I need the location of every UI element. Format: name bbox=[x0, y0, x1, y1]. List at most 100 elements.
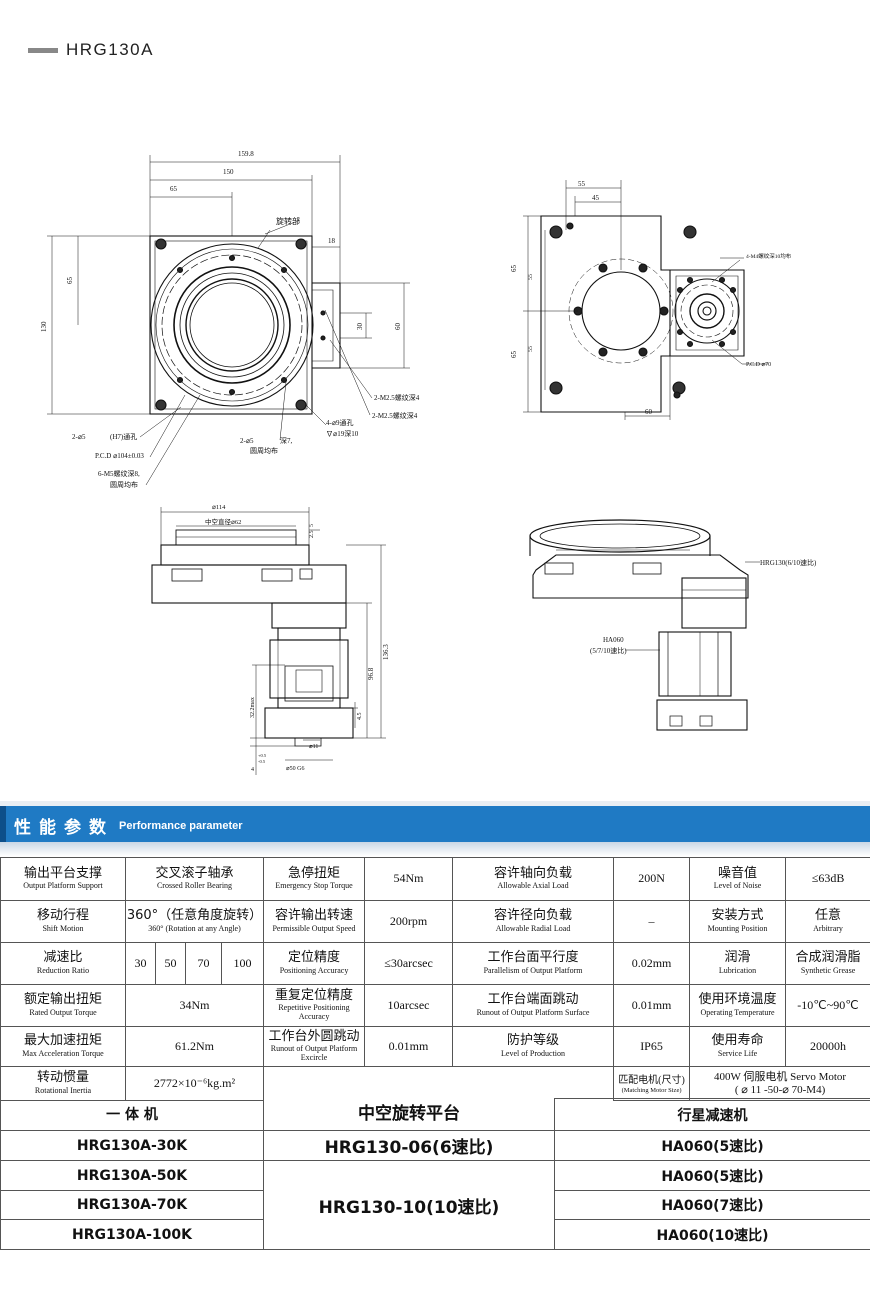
note-pin-hole-2: 2-⌀5 bbox=[240, 437, 254, 445]
label-surface-runout: 工作台端面跳动 bbox=[487, 992, 579, 1008]
note-pin-depth: 深7, bbox=[280, 436, 292, 445]
dim-side-114: ⌀114 bbox=[212, 504, 226, 511]
dim-top-width: 159.8 bbox=[238, 150, 254, 158]
label-repeat-positioning-en: Repetitive Positioning Accuracy bbox=[278, 1003, 350, 1022]
dim-right-60: 60 bbox=[645, 408, 653, 416]
label-surface-runout-en: Runout of Output Platform Surface bbox=[476, 1007, 590, 1017]
note-rotation-part: 旋转部 bbox=[276, 216, 300, 226]
note-pcd-70: P.C.D ⌀70 bbox=[746, 362, 771, 368]
label-mounting: 安装方式 bbox=[711, 908, 764, 924]
table-row: 一 体 机 中空旋转平台 行星减速机 bbox=[0, 1098, 870, 1131]
value-service-life: 20000h bbox=[785, 1026, 870, 1067]
label-inertia: 转动惯量 bbox=[36, 1070, 89, 1086]
iso-label-ratios: (5/7/10速比) bbox=[590, 646, 627, 655]
table-row: HRG130A-50K HRG130-10(10速比) HA060(5速比) bbox=[0, 1160, 870, 1250]
label-platform-support: 输出平台支撑 bbox=[23, 865, 102, 881]
label-positioning-en: Positioning Accuracy bbox=[279, 965, 349, 975]
value-ratio-100: 100 bbox=[220, 942, 265, 985]
value-rated-torque: 34Nm bbox=[124, 984, 265, 1027]
model-integrated-30k: HRG130A-30K bbox=[0, 1130, 264, 1161]
header-integrated: 一 体 机 bbox=[0, 1098, 264, 1131]
banner-top-strip bbox=[0, 801, 870, 806]
banner-title-en: Performance parameter bbox=[119, 820, 243, 832]
value-shift-motion: 360°（任意角度旋转） bbox=[126, 908, 263, 924]
label-stop-torque-en: Emergency Stop Torque bbox=[275, 881, 353, 891]
header-hollow-platform: 中空旋转平台 bbox=[263, 1098, 555, 1131]
side-view bbox=[151, 507, 386, 775]
dim-side-5: 5 bbox=[309, 524, 315, 527]
label-radial-load: 容许径向负载 bbox=[494, 908, 573, 924]
label-excircle-runout-en: Runout of Output Platform Excircle bbox=[270, 1044, 358, 1063]
model-integrated-100k: HRG130A-100K bbox=[0, 1219, 264, 1250]
label-protection-en: Level of Production bbox=[501, 1048, 566, 1058]
label-lubrication: 润滑 bbox=[724, 950, 751, 966]
dim-right-55-top: 55 bbox=[528, 274, 534, 280]
right-view bbox=[523, 180, 768, 420]
dim-top-150: 150 bbox=[223, 168, 234, 176]
dim-side-4-5: 4.5 bbox=[357, 713, 363, 721]
label-noise-en: Level of Noise bbox=[713, 881, 762, 891]
banner-shadow bbox=[0, 842, 870, 856]
iso-view bbox=[529, 519, 760, 731]
value-mounting: 任意 bbox=[815, 908, 842, 924]
model-ha060-10: HA060(10速比) bbox=[554, 1219, 870, 1250]
label-radial-load-en: Allowable Radial Load bbox=[495, 923, 571, 933]
value-bearing: 交叉滚子轴承 bbox=[155, 865, 234, 881]
dim-right-55-bottom: 55 bbox=[528, 346, 534, 352]
label-axial-load: 容许轴向负载 bbox=[494, 865, 573, 881]
model-hrg130-10: HRG130-10(10速比) bbox=[263, 1160, 555, 1250]
dim-side-50: ⌀50 G6 bbox=[286, 766, 304, 772]
label-output-speed: 容许输出转速 bbox=[275, 908, 354, 924]
model-ha060-5-a: HA060(5速比) bbox=[554, 1130, 870, 1161]
value-surface-runout: 0.01mm bbox=[613, 984, 691, 1027]
label-shift-motion-en: Shift Motion bbox=[42, 923, 84, 933]
top-view bbox=[47, 155, 410, 486]
label-service-life-en: Service Life bbox=[717, 1048, 758, 1058]
model-ha060-7: HA060(7速比) bbox=[554, 1190, 870, 1220]
dim-side-tol-plus: +0.5 bbox=[258, 753, 267, 758]
model-hrg130-06: HRG130-06(6速比) bbox=[263, 1130, 555, 1161]
value-repeat-positioning: 10arcsec bbox=[364, 984, 454, 1027]
label-mounting-en: Mounting Position bbox=[707, 923, 768, 933]
table-row: HRG130A-30K HRG130-06(6速比) HA060(5速比) bbox=[0, 1130, 870, 1161]
dim-top-18: 18 bbox=[328, 237, 336, 245]
note-pin-h7: (H7)通孔 bbox=[110, 432, 137, 441]
value-inertia: 2772×10⁻⁶kg.m² bbox=[124, 1066, 265, 1101]
value-parallelism: 0.02mm bbox=[613, 942, 691, 985]
value-lubrication-en: Synthetic Grease bbox=[800, 965, 856, 975]
table-row: HRG130A-100K HA060(10速比) bbox=[0, 1219, 870, 1250]
note-hole-9: 4-⌀9通孔 bbox=[326, 418, 354, 427]
label-rated-torque: 额定输出扭矩 bbox=[23, 992, 102, 1008]
dim-right-55: 55 bbox=[578, 180, 586, 188]
model-integrated-70k: HRG130A-70K bbox=[0, 1190, 264, 1220]
title-dash-icon bbox=[28, 47, 58, 53]
note-m25-b: 2-M2.5螺纹深4 bbox=[372, 411, 418, 420]
value-positioning: ≤30arcsec bbox=[364, 942, 454, 985]
value-bearing-en: Crossed Roller Bearing bbox=[156, 881, 233, 891]
label-platform-support-en: Output Platform Support bbox=[23, 881, 103, 891]
note-m25-a: 2-M2.5螺纹深4 bbox=[374, 393, 420, 402]
dim-right-65-bottom: 65 bbox=[510, 351, 518, 359]
dim-side-136: 136.3 bbox=[382, 644, 390, 660]
dim-right-45: 45 bbox=[592, 194, 600, 202]
note-m4-holes: 4-M4螺纹深10均布 bbox=[746, 252, 792, 260]
dim-top-130: 130 bbox=[40, 321, 48, 332]
label-matching-motor: 匹配电机(尺寸) bbox=[618, 1074, 685, 1086]
label-protection: 防护等级 bbox=[507, 1033, 560, 1049]
dim-top-30: 30 bbox=[356, 323, 364, 331]
banner-title-cn: 性能参数 bbox=[14, 818, 114, 838]
value-lubrication: 合成润滑脂 bbox=[795, 950, 861, 966]
value-motor-line2: ( ⌀ 11 -50-⌀ 70-M4) bbox=[734, 1083, 826, 1096]
value-max-torque: 61.2Nm bbox=[124, 1026, 265, 1067]
label-matching-motor-en: (Matching Motor Size) bbox=[621, 1087, 682, 1095]
value-motor-line1: 400W 伺服电机 Servo Motor bbox=[713, 1071, 847, 1084]
model-integrated-50k: HRG130A-50K bbox=[0, 1160, 264, 1191]
dim-top-65: 65 bbox=[170, 185, 178, 193]
page-title-text: HRG130A bbox=[66, 40, 154, 59]
value-temperature: -10℃~90℃ bbox=[785, 984, 870, 1027]
